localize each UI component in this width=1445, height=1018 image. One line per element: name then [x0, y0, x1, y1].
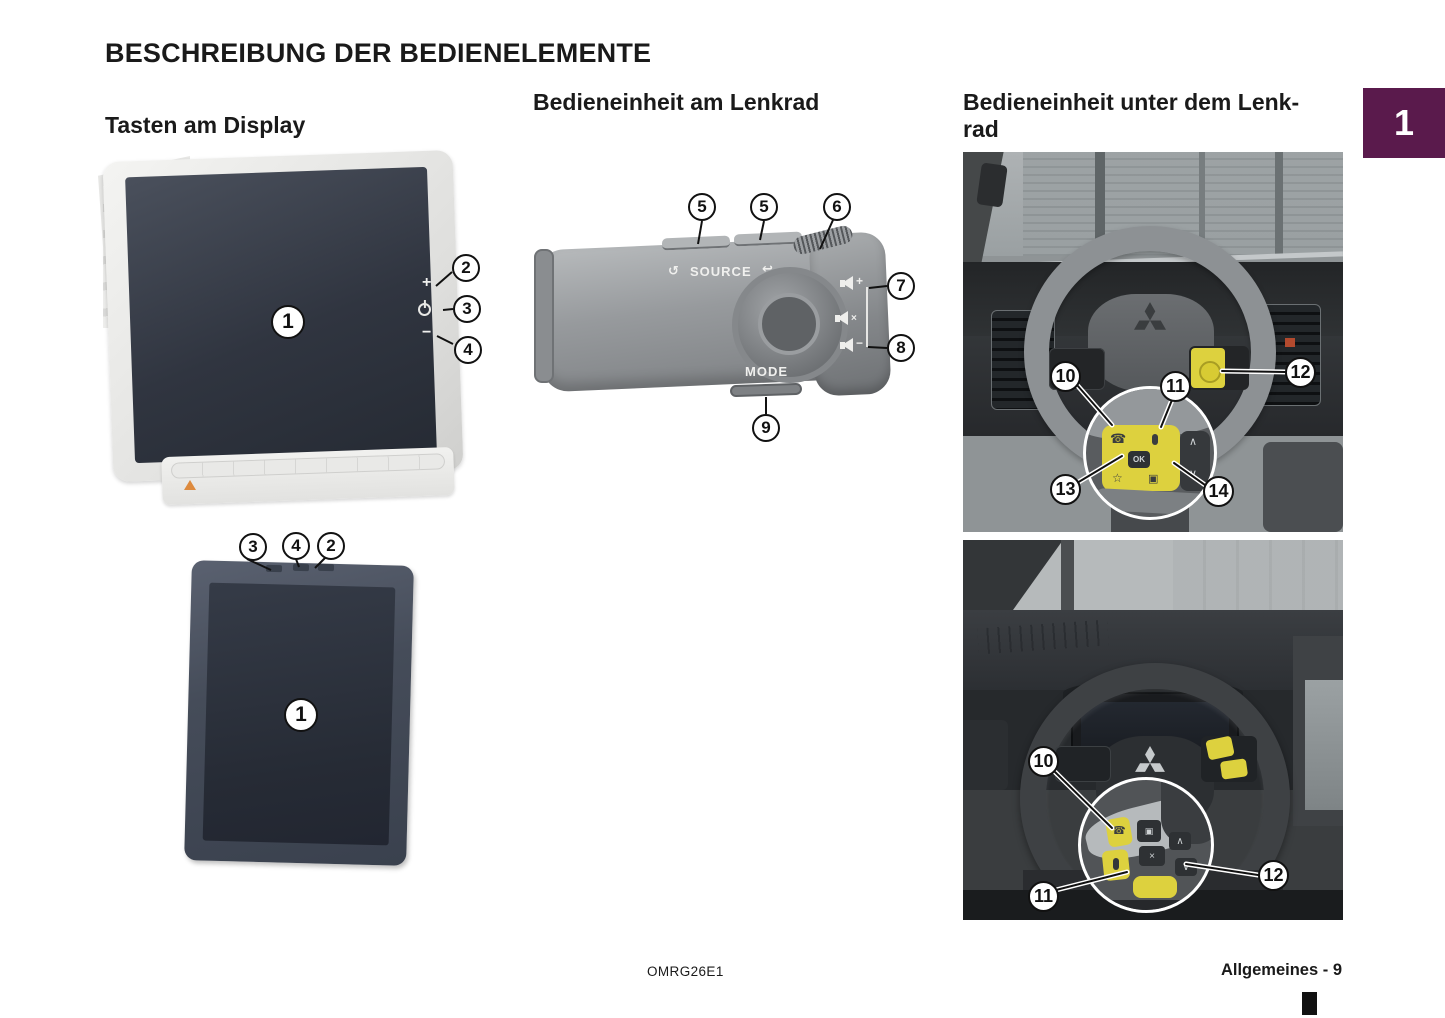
volume-down-speaker-icon: − — [840, 336, 863, 353]
page-mark — [1302, 992, 1317, 1015]
callout-lower-bottom: 12 — [1258, 860, 1289, 891]
down-arrow-icon: ∨ — [1189, 468, 1198, 480]
ok-button: OK — [1128, 451, 1150, 468]
source-back-icon: ↩ — [762, 261, 774, 276]
hazard-triangle-icon — [184, 480, 196, 490]
stalk-end-cap — [534, 249, 554, 383]
phone-icon: ☎ — [1110, 431, 1127, 446]
mute-speaker-icon: × — [835, 311, 857, 326]
window-mullion-2 — [1199, 152, 1205, 256]
window-mullion-1 — [1095, 152, 1105, 256]
page-title: BESCHREIBUNG DER BEDIENELEMENTE — [105, 38, 652, 68]
figure-display-front: + − — [95, 148, 495, 513]
window-buildings — [1173, 540, 1343, 610]
magnifier-circle: ☎ OK ☆ ▣ ∧ ∨ — [1083, 386, 1217, 520]
media-button: ▣ — [1137, 820, 1161, 842]
media-icon: ▣ — [1148, 473, 1159, 485]
mode-label: MODE — [745, 364, 788, 379]
callout-back-power: 3 — [239, 533, 267, 561]
callout-power: 3 — [453, 295, 481, 323]
mute-button: × — [1139, 846, 1165, 866]
callout-thumbwheel: 6 — [823, 193, 851, 221]
footer-page-label: Allgemeines - 9 — [1220, 961, 1342, 979]
phone-icon-2: ☎ — [1112, 825, 1126, 837]
heading-line2: rad — [963, 116, 999, 142]
up-arrow-icon: ∧ — [1189, 436, 1198, 448]
callout-wheel-round: 12 — [1285, 357, 1316, 388]
callout-wheel-phone: 10 — [1050, 361, 1081, 392]
volume-down-symbol: − — [422, 324, 432, 341]
voice-mic-icon — [1152, 434, 1158, 445]
top-button-right — [317, 563, 335, 572]
center-screen-bright — [1305, 680, 1343, 810]
mitsubishi-logo-icon — [1134, 302, 1166, 330]
right-spoke-highlight-b — [1219, 758, 1249, 780]
lower-dark-band — [1091, 900, 1201, 910]
down-arrow-button: ∨ — [1175, 858, 1197, 876]
figure-stalk: ↺ SOURCE ↩ + × − MODE — [530, 195, 925, 445]
callout-lower-phone: 10 — [1028, 746, 1059, 777]
volume-up-symbol: + — [422, 274, 432, 291]
heading-line1: Bedieneinheit unter dem Lenk- — [963, 89, 1300, 115]
callout-wheel-voice: 11 — [1160, 371, 1191, 402]
callout-volume-up: 2 — [452, 254, 480, 282]
up-arrow-button: ∧ — [1169, 832, 1191, 850]
figure-wheel-upper: ☎ OK ☆ ▣ ∧ ∨ — [963, 152, 1343, 532]
figure-wheel-lower: ☎ ▣ × ∧ ∨ — [963, 540, 1343, 920]
highlighted-round-button — [1199, 361, 1221, 383]
star-icon: ☆ — [1112, 471, 1123, 485]
volume-up-speaker-icon: + — [840, 274, 863, 291]
bottom-button-highlight — [1133, 876, 1177, 898]
mitsubishi-logo-icon-2 — [1135, 746, 1165, 772]
callout-back-screen: 1 — [284, 698, 318, 732]
callout-back-volup: 2 — [317, 532, 345, 560]
callout-stalk-button-a: 5 — [688, 193, 716, 221]
callout-lower-voice: 11 — [1028, 881, 1059, 912]
source-label: SOURCE — [690, 264, 752, 279]
callout-mode: 9 — [752, 414, 780, 442]
callout-wheel-media: 14 — [1203, 476, 1234, 507]
callout-wheel-star: 13 — [1050, 474, 1081, 505]
footer-document-code: OMRG26E1 — [647, 964, 724, 979]
hazard-switch — [1285, 338, 1295, 347]
callout-volume-down: 4 — [454, 336, 482, 364]
section-heading-under-wheel: Bedieneinheit unter dem Lenk- rad — [963, 89, 1353, 143]
source-loop-icon: ↺ — [668, 263, 680, 278]
section-heading-stalk: Bedieneinheit am Lenkrad — [533, 89, 820, 115]
magnifier-circle-2: ☎ ▣ × ∧ ∨ — [1078, 777, 1214, 913]
chapter-tab: 1 — [1363, 88, 1445, 158]
pillar-pole — [1061, 540, 1074, 610]
callout-back-voldown: 4 — [282, 532, 310, 560]
power-icon — [418, 303, 431, 316]
kneepad-right — [1263, 442, 1343, 532]
window-mullion-3 — [1275, 152, 1283, 256]
rotary-inner-ring — [758, 293, 820, 355]
chapter-number: 1 — [1393, 102, 1415, 143]
left-spoke-buttons-2 — [1055, 746, 1111, 782]
mode-button — [729, 382, 803, 398]
callout-volume-up-stalk: 7 — [887, 272, 915, 300]
callout-stalk-button-b: 5 — [750, 193, 778, 221]
top-button-mid — [292, 563, 310, 572]
voice-mic-icon-2 — [1113, 858, 1119, 870]
section-heading-display: Tasten am Display — [105, 112, 306, 138]
callout-volume-down-stalk: 8 — [887, 334, 915, 362]
top-button-left — [265, 564, 283, 573]
volume-scale-line — [866, 287, 868, 347]
left-switch-bank — [963, 720, 1008, 790]
callout-display-screen: 1 — [271, 305, 305, 339]
